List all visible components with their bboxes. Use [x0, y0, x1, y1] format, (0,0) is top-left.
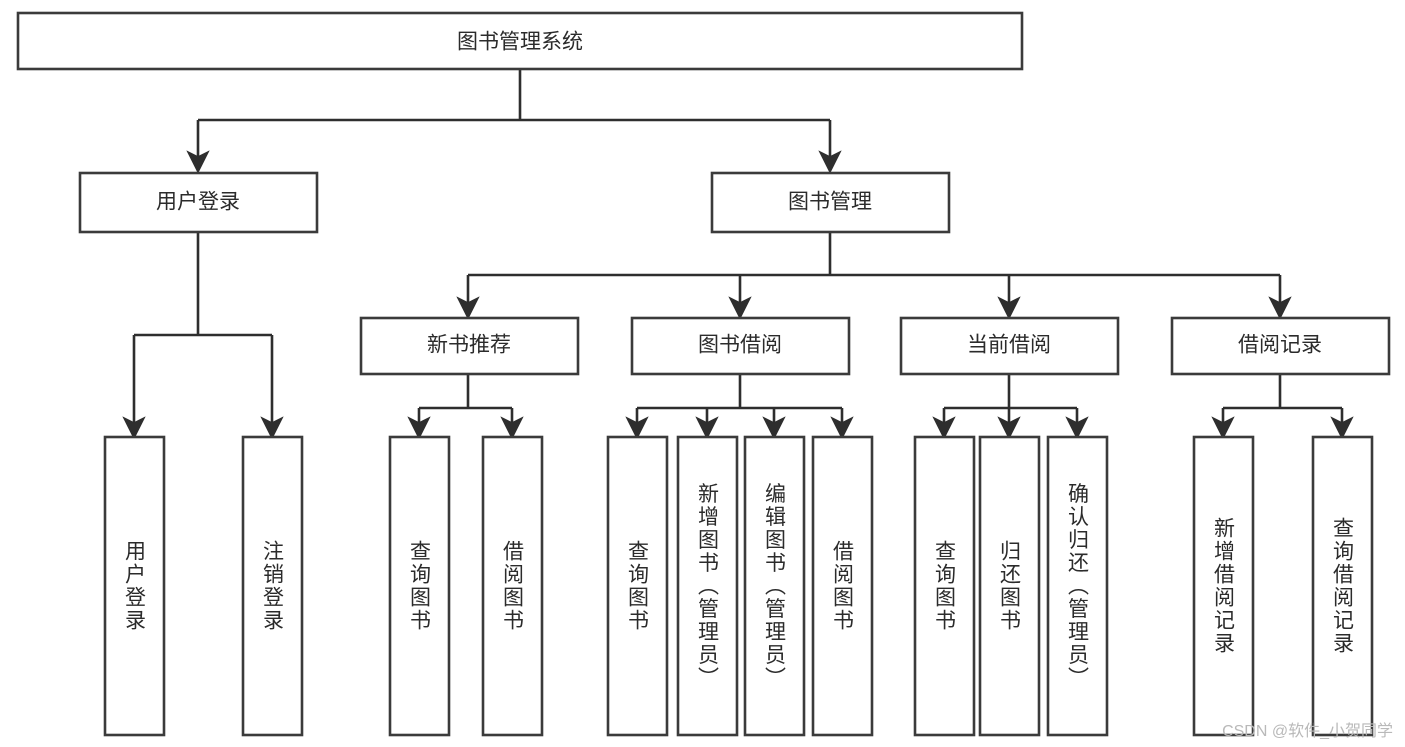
node-new-book-recommend-label: 新书推荐 — [427, 334, 511, 357]
node-leaf-query-book-1-label: 查询图书 — [408, 540, 432, 632]
connector-group-root — [186, 69, 842, 174]
connector-group-user-login — [122, 232, 284, 440]
node-user-login[interactable]: 用户登录 — [78, 171, 319, 234]
node-leaf-user-login-box[interactable] — [103, 435, 166, 737]
node-current-borrow-box[interactable] — [899, 316, 1120, 376]
node-borrow-record-label: 借阅记录 — [1238, 334, 1322, 357]
connector-group-book-manage — [456, 232, 1292, 320]
connector-group-book-borrow — [625, 374, 854, 440]
node-leaf-query-book-1-box[interactable] — [388, 435, 451, 737]
node-leaf-add-record-box[interactable] — [1192, 435, 1255, 737]
node-user-login-label: 用户登录 — [156, 191, 240, 214]
node-leaf-confirm-return-box[interactable] — [1046, 435, 1109, 737]
node-leaf-borrow-book-2-box[interactable] — [811, 435, 874, 737]
node-leaf-query-book-3-label: 查询图书 — [933, 540, 957, 632]
node-leaf-borrow-book-2[interactable]: 借阅图书 — [811, 435, 874, 737]
node-leaf-edit-book-label: 编辑图书（管理员） — [763, 483, 787, 690]
node-leaf-query-book-2[interactable]: 查询图书 — [606, 435, 669, 737]
node-leaf-return-book[interactable]: 归还图书 — [978, 435, 1041, 737]
node-book-borrow[interactable]: 图书借阅 — [630, 316, 851, 376]
connector-group-borrow-record — [1211, 374, 1354, 440]
node-leaf-user-login[interactable]: 用户登录 — [103, 435, 166, 737]
node-borrow-record[interactable]: 借阅记录 — [1170, 316, 1391, 376]
node-user-login-box[interactable] — [78, 171, 319, 234]
node-book-manage[interactable]: 图书管理 — [710, 171, 951, 234]
node-leaf-borrow-book-2-label: 借阅图书 — [831, 540, 855, 632]
node-leaf-query-record[interactable]: 查询借阅记录 — [1311, 435, 1374, 737]
node-book-borrow-box[interactable] — [630, 316, 851, 376]
node-current-borrow[interactable]: 当前借阅 — [899, 316, 1120, 376]
node-leaf-user-logout-box[interactable] — [241, 435, 304, 737]
node-new-book-recommend-box[interactable] — [359, 316, 580, 376]
node-borrow-record-box[interactable] — [1170, 316, 1391, 376]
node-root[interactable]: 图书管理系统 — [16, 11, 1024, 71]
node-leaf-edit-book[interactable]: 编辑图书（管理员） — [743, 435, 806, 737]
csdn-watermark: CSDN @软件_小贺同学 — [1222, 723, 1393, 740]
node-leaf-query-book-3-box[interactable] — [913, 435, 976, 737]
node-current-borrow-label: 当前借阅 — [967, 334, 1051, 357]
connector-group-current-borrow — [932, 374, 1089, 440]
node-leaf-user-login-label: 用户登录 — [123, 540, 147, 632]
node-leaf-user-logout[interactable]: 注销登录 — [241, 435, 304, 737]
node-leaf-borrow-book-1[interactable]: 借阅图书 — [481, 435, 544, 737]
connector-group-new-book-recommend — [407, 374, 524, 440]
node-leaf-confirm-return[interactable]: 确认归还（管理员） — [1046, 435, 1109, 737]
node-leaf-confirm-return-label: 确认归还（管理员） — [1066, 483, 1090, 690]
node-book-manage-box[interactable] — [710, 171, 951, 234]
node-leaf-edit-book-box[interactable] — [743, 435, 806, 737]
node-leaf-query-record-box[interactable] — [1311, 435, 1374, 737]
node-leaf-return-book-label: 归还图书 — [998, 540, 1022, 632]
node-new-book-recommend[interactable]: 新书推荐 — [359, 316, 580, 376]
node-leaf-borrow-book-1-label: 借阅图书 — [501, 540, 525, 632]
node-leaf-add-record[interactable]: 新增借阅记录 — [1192, 435, 1255, 737]
node-book-borrow-label: 图书借阅 — [698, 334, 782, 357]
node-leaf-add-book[interactable]: 新增图书（管理员） — [676, 435, 739, 737]
node-leaf-query-record-label: 查询借阅记录 — [1331, 517, 1355, 655]
node-leaf-add-book-box[interactable] — [676, 435, 739, 737]
node-leaf-query-book-3[interactable]: 查询图书 — [913, 435, 976, 737]
node-leaf-query-book-1[interactable]: 查询图书 — [388, 435, 451, 737]
node-leaf-return-book-box[interactable] — [978, 435, 1041, 737]
node-leaf-add-record-label: 新增借阅记录 — [1212, 517, 1236, 655]
node-leaf-user-logout-label: 注销登录 — [261, 540, 285, 632]
node-leaf-query-book-2-box[interactable] — [606, 435, 669, 737]
node-leaf-borrow-book-1-box[interactable] — [481, 435, 544, 737]
node-leaf-query-book-2-label: 查询图书 — [626, 540, 650, 632]
node-book-manage-label: 图书管理 — [788, 191, 872, 214]
node-root-label: 图书管理系统 — [457, 31, 583, 54]
node-root-box[interactable] — [16, 11, 1024, 71]
node-leaf-add-book-label: 新增图书（管理员） — [696, 483, 720, 690]
